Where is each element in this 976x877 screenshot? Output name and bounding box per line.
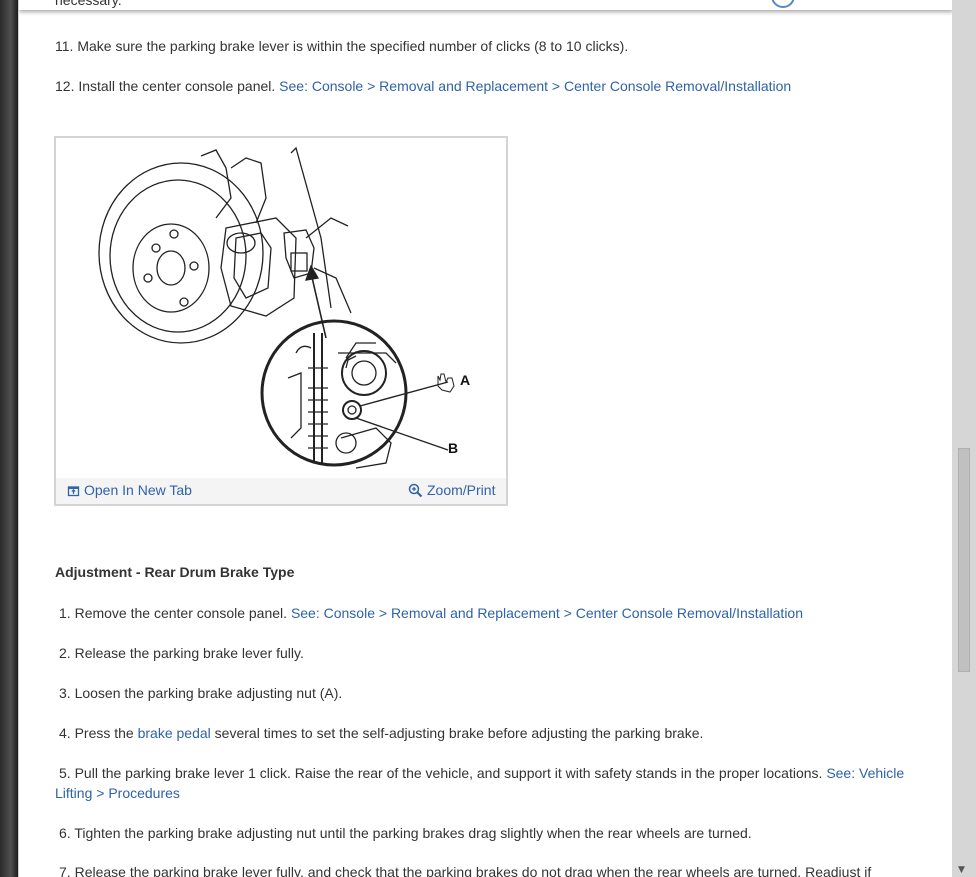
vehicle-lifting-link[interactable]: See: Vehicle	[826, 765, 905, 781]
vehicle-lifting-link-cont[interactable]: Lifting > Procedures	[55, 785, 180, 801]
section-title: Adjustment - Rear Drum Brake Type	[55, 564, 295, 580]
step-3: 3. Loosen the parking brake adjusting nu…	[59, 683, 342, 703]
step-text: Press the	[74, 725, 134, 741]
step-number: 12.	[55, 78, 75, 94]
step-text: Install the center console panel.	[78, 78, 276, 94]
console-removal-link[interactable]: See: Console > Removal and Replacement >…	[279, 78, 792, 94]
console-removal-link-2[interactable]: See: Console > Removal and Replacement >…	[290, 605, 803, 621]
brake-pedal-link[interactable]: brake pedal	[137, 725, 211, 741]
step-7: 7. Release the parking brake lever fully…	[59, 862, 871, 877]
step-text: Pull the parking brake lever 1 click. Ra…	[74, 765, 823, 781]
step-number: 11.	[55, 38, 74, 54]
step-11: 11. Make sure the parking brake lever is…	[55, 36, 628, 56]
sticky-header: necessary.	[19, 0, 953, 10]
step-number: 3.	[59, 685, 71, 701]
step-number: 5.	[59, 765, 71, 781]
disc-inner	[109, 179, 247, 333]
step-text: Remove the center console panel.	[74, 605, 288, 621]
step-text: Loosen the parking brake adjusting nut (…	[74, 685, 343, 701]
step-text: Make sure the parking brake lever is wit…	[77, 38, 629, 54]
help-icon[interactable]	[771, 0, 795, 8]
step-number: 4.	[59, 725, 71, 741]
callout-label-a: A	[460, 372, 471, 388]
step-12: 12. Install the center console panel. Se…	[55, 76, 791, 96]
brake-figure: A B Open In New Tab Zoom/Print	[54, 136, 508, 506]
step-number: 6.	[59, 825, 71, 841]
open-new-tab-label: Open In New Tab	[84, 482, 192, 498]
step-5: 5. Pull the parking brake lever 1 click.…	[55, 763, 935, 803]
zoom-circle	[260, 319, 408, 467]
step-2: 2. Release the parking brake lever fully…	[59, 643, 304, 663]
magnifier-icon	[408, 483, 423, 497]
step-number: 1.	[59, 605, 71, 621]
step-text: Release the parking brake lever fully, a…	[74, 864, 872, 877]
scrollbar[interactable]: ▼	[952, 0, 976, 877]
disc-outer	[98, 162, 264, 344]
callout-label-b: B	[448, 440, 459, 456]
step-number: 2.	[59, 645, 71, 661]
step-6: 6. Tighten the parking brake adjusting n…	[59, 823, 752, 843]
brake-diagram	[98, 146, 455, 469]
left-window-edge	[0, 0, 18, 877]
step-number: 7.	[59, 864, 71, 877]
zoom-print-label: Zoom/Print	[427, 482, 496, 498]
figure-toolbar	[56, 478, 506, 504]
step-text: Release the parking brake lever fully.	[74, 645, 304, 661]
step-text: Tighten the parking brake adjusting nut …	[74, 825, 752, 841]
scroll-down-arrow-icon[interactable]: ▼	[958, 865, 965, 875]
open-tab-icon	[67, 485, 80, 496]
step-4: 4. Press the brake pedal several times t…	[59, 723, 703, 743]
step-1: 1. Remove the center console panel. See:…	[59, 603, 803, 623]
document-page: necessary. 11. Make sure the parking bra…	[18, 0, 954, 877]
zoom-print-link[interactable]: Zoom/Print	[408, 482, 495, 498]
clipped-text: necessary.	[55, 0, 122, 8]
step-text-after: several times to set the self-adjusting …	[214, 725, 704, 741]
open-new-tab-link[interactable]: Open In New Tab	[67, 482, 192, 498]
scrollbar-thumb[interactable]	[958, 448, 970, 672]
